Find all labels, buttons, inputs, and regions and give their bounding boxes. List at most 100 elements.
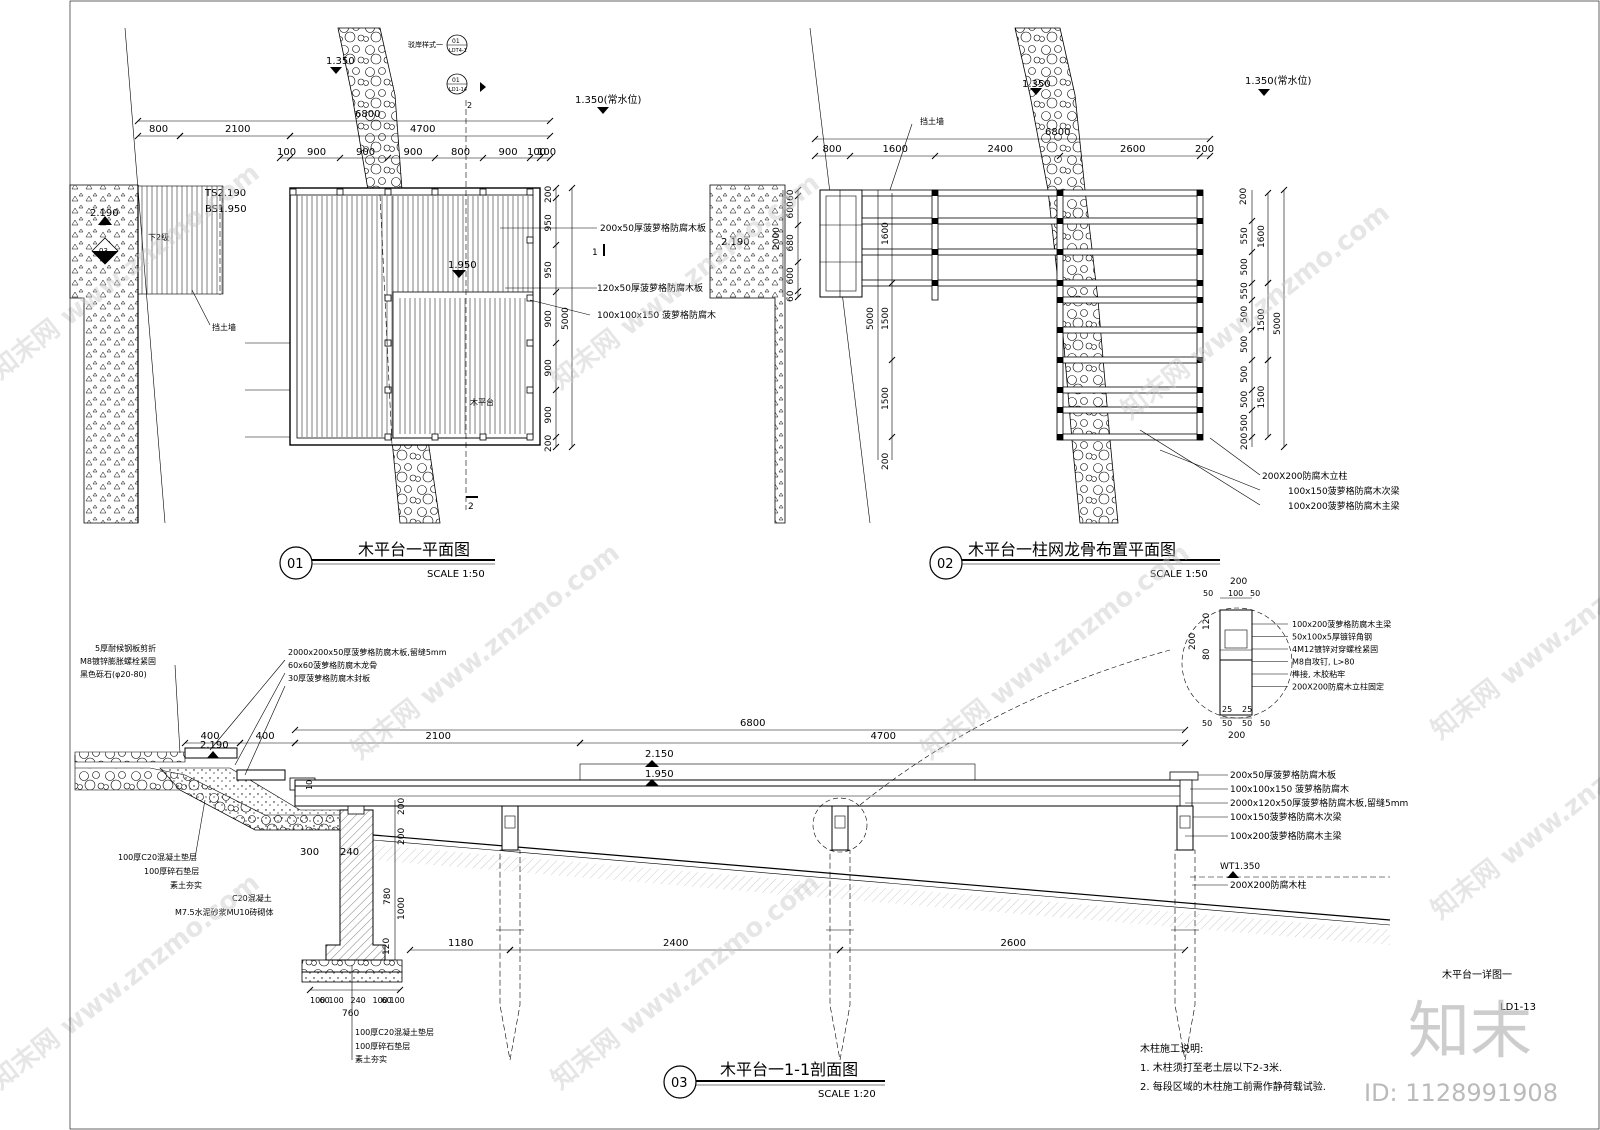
dim-text: 50 xyxy=(1260,719,1270,728)
dim-text: 900 xyxy=(544,406,554,423)
section-callout: 200x50厚菠萝格防腐木板 xyxy=(1230,769,1336,781)
dim-text: 100 xyxy=(1228,589,1243,598)
dim-text: 120 xyxy=(1202,613,1212,630)
post xyxy=(1197,327,1203,333)
detail-callout: 200X200防腐木立柱固定 xyxy=(1292,682,1384,692)
level-left-text: 2.190 xyxy=(90,208,119,219)
s-callout-lt2: 黑色砾石(φ20-80) xyxy=(80,669,147,679)
dim-text: 240 xyxy=(351,996,366,1005)
detail-callout: 榫接, 木胶粘牢 xyxy=(1292,669,1345,679)
pile xyxy=(499,849,521,1061)
notes-title: 木柱施工说明: xyxy=(1140,1042,1203,1055)
post xyxy=(1197,297,1203,303)
s-callout-lm1: 100厚碎石垫层 xyxy=(144,866,199,876)
post-square xyxy=(431,433,439,441)
dim-text: 2100 xyxy=(426,731,451,742)
dim-text: 50 xyxy=(1222,719,1232,728)
ref-label: 驳岸样式一 xyxy=(408,40,443,49)
post xyxy=(1197,280,1203,286)
s-level-left: 2.190 xyxy=(200,740,229,751)
ref1-bottom: LDT4-1 xyxy=(449,48,467,54)
p2-callout-beam: 100x200菠萝格防腐木主梁 xyxy=(1288,500,1400,512)
watermark-text: 知末网 www.znzmo.com xyxy=(0,868,265,1096)
dim-text: 25 xyxy=(1222,705,1232,714)
dim-text: 6800 xyxy=(740,718,765,729)
post xyxy=(932,249,938,255)
post xyxy=(1197,218,1203,224)
dim-text: 1500 xyxy=(881,307,891,330)
detail-target xyxy=(812,797,868,853)
dim-text: 240 xyxy=(340,847,359,858)
post-square xyxy=(384,339,392,347)
post-square xyxy=(431,188,439,196)
step-label: 下2级 xyxy=(148,232,169,242)
ref1-top: 01 xyxy=(452,38,460,45)
dim-text: 1180 xyxy=(448,938,473,949)
plan2-number: 02 xyxy=(937,557,954,572)
p2-level-left: 2.190 xyxy=(721,237,750,248)
level-water-text: 1.350(常水位) xyxy=(575,93,642,106)
bs-text: BS1.950 xyxy=(205,204,247,215)
detail-callout: 100x200菠萝格防腐木主梁 xyxy=(1292,619,1391,629)
dim-text: 500 xyxy=(1240,336,1250,353)
dim-text: 600 xyxy=(786,201,796,218)
post-square xyxy=(526,339,534,347)
dim-text: 25 xyxy=(1242,705,1252,714)
dim-text: 200 xyxy=(1195,144,1214,155)
dim-text: 400 xyxy=(256,731,275,742)
post xyxy=(1057,218,1063,224)
plan1-title: 木平台一平面图 xyxy=(358,540,470,559)
p2-callout-post: 200X200防腐木立柱 xyxy=(1262,470,1348,482)
post-square xyxy=(384,386,392,394)
post-square xyxy=(479,188,487,196)
step-boards xyxy=(137,185,224,295)
post xyxy=(932,218,938,224)
dim-text: 800 xyxy=(149,124,168,135)
cut-mark-2: 2 xyxy=(468,502,474,512)
p2-wall-label: 挡土墙 xyxy=(920,116,944,126)
dim-text: 2600 xyxy=(1120,144,1145,155)
dim-text: 4700 xyxy=(410,124,435,135)
post-square xyxy=(526,236,534,244)
s-callout-lb1: 100厚碎石垫层 xyxy=(355,1041,410,1051)
dim-text: 100 xyxy=(373,996,388,1005)
dim-text: 950 xyxy=(544,214,554,231)
dim-text: 800 xyxy=(823,144,842,155)
post xyxy=(1197,357,1203,363)
post-square xyxy=(526,294,534,302)
callout-board2: 120x50厚菠萝格防腐木板 xyxy=(597,282,703,294)
dim-text: 900 xyxy=(499,147,518,158)
detail-callout: 4M12镀锌对穿螺栓紧固 xyxy=(1292,644,1378,654)
dim-text: 550 xyxy=(1240,282,1250,299)
post xyxy=(932,190,938,196)
dim-text: 5000 xyxy=(1273,312,1283,335)
detail-callout: M8自攻钉, L>80 xyxy=(1292,657,1354,667)
dim-text: 100 xyxy=(527,147,546,158)
deck-label: 木平台 xyxy=(470,397,494,407)
ts-text: TS2.190 xyxy=(204,188,246,199)
watermark-text: 知末网 www.znzmo.com xyxy=(1426,518,1600,746)
dim-text: 1500 xyxy=(881,387,891,410)
callout-board: 200x50厚菠萝格防腐木板 xyxy=(600,222,706,234)
dim-text: 50 xyxy=(1242,719,1252,728)
svg-text:03: 03 xyxy=(99,247,108,255)
dim-text: 500 xyxy=(1240,391,1250,408)
post xyxy=(1057,297,1063,303)
dim-text: 100 xyxy=(390,996,405,1005)
dim-text: 200 xyxy=(544,186,554,203)
watermark-logo: 知末 xyxy=(1408,994,1532,1067)
dim-text: 2400 xyxy=(663,938,688,949)
dim-text: 500 xyxy=(1240,414,1250,431)
post xyxy=(1197,249,1203,255)
id-text: ID: 1128991908 xyxy=(1364,1079,1558,1107)
post-square xyxy=(479,433,487,441)
dim-text: 900 xyxy=(544,310,554,327)
s-level-water: WT1.350 xyxy=(1220,862,1260,872)
title-circle xyxy=(279,546,313,580)
dim-text: 2600 xyxy=(1001,938,1026,949)
dim-text: 900 xyxy=(307,147,326,158)
dim-text: 50 xyxy=(1203,589,1213,598)
section-number: 03 xyxy=(671,1076,688,1091)
